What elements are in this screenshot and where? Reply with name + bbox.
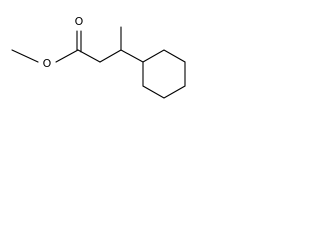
carbonyl-oxygen-label: O xyxy=(75,15,84,28)
methyl-bond xyxy=(11,49,39,63)
chemical-structure-diagram: O O xyxy=(11,15,186,99)
cyclohexane-ring xyxy=(142,49,186,99)
ester-oxygen-to-carbonyl-bond xyxy=(55,49,79,63)
carbonyl-to-methylene-bond xyxy=(77,49,101,63)
ester-oxygen-label: O xyxy=(43,57,52,70)
methine-to-ring-bond xyxy=(120,49,144,63)
methylene-to-methine-bond xyxy=(99,49,122,63)
